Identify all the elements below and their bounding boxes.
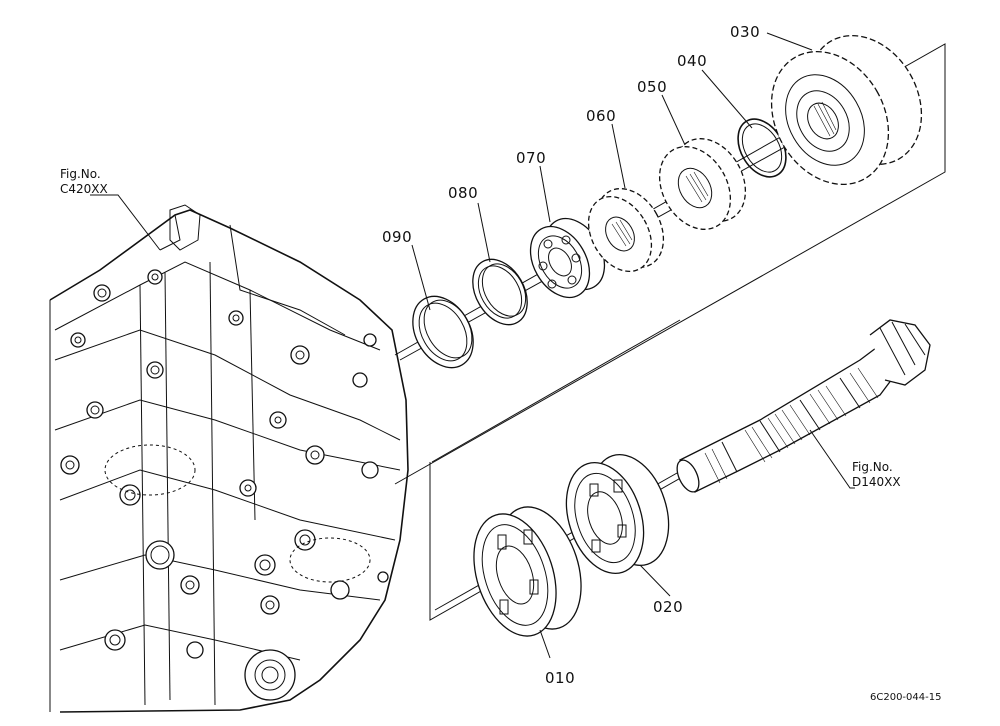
part-labels: 090 080 070 060 050 040 030 020 010 Fig.… [60,23,941,703]
diagram-code: 6C200-044-15 [870,692,941,703]
leader-lines [90,32,855,659]
label-part-040: 040 [677,52,707,70]
label-part-090: 090 [382,228,412,246]
label-part-010: 010 [545,669,575,687]
part-090-thrust-washer [412,295,474,369]
part-060-small-gear [587,188,665,273]
part-020-roller-bearing [565,454,670,574]
fig-ref-shaft-label: Fig.No. [852,460,893,474]
part-030-large-gear [770,34,923,186]
fig-ref-shaft-code: D140XX [852,475,901,489]
label-part-050: 050 [637,78,667,96]
transmission-case-drawing [49,204,409,713]
lower-shaft-assembly [429,319,931,637]
label-part-030: 030 [730,23,760,41]
output-shaft-drawing [676,319,931,493]
part-010-roller-bearing [473,506,582,637]
label-part-070: 070 [516,149,546,167]
fig-ref-case-code: C420XX [60,182,108,196]
upper-shaft-assembly [394,34,946,485]
part-080-washer [472,258,528,326]
label-part-020: 020 [653,598,683,616]
label-part-080: 080 [448,184,478,202]
label-part-060: 060 [586,107,616,125]
part-050-gear [658,138,747,230]
fig-ref-case-label: Fig.No. [60,167,101,181]
